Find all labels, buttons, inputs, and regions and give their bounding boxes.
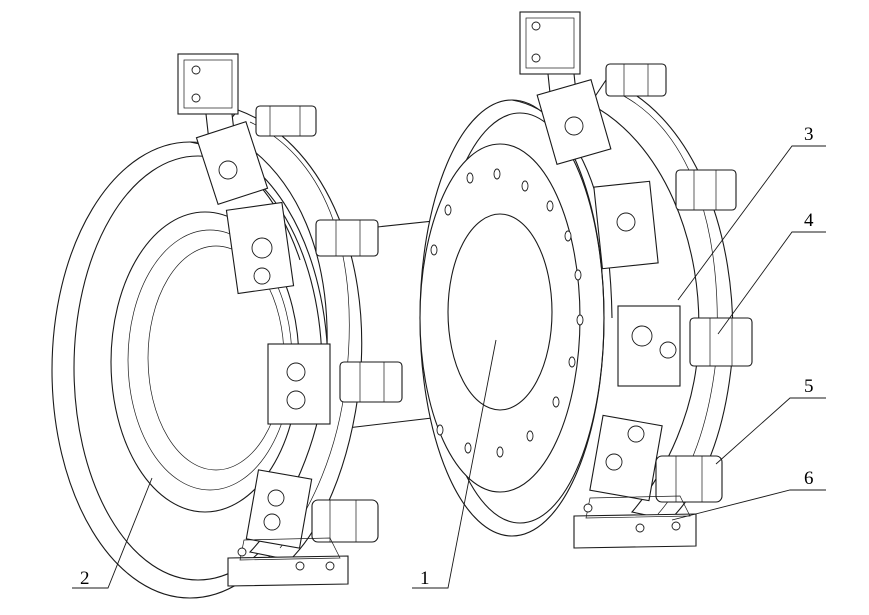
shaft-flange bbox=[419, 143, 584, 493]
leader-1 bbox=[412, 339, 497, 589]
left-caliper-ring bbox=[177, 53, 403, 587]
callout-3: 3 bbox=[804, 124, 814, 145]
left-base bbox=[227, 537, 349, 587]
callout-5: 5 bbox=[804, 376, 814, 397]
callout-6: 6 bbox=[804, 468, 814, 489]
leader-4 bbox=[717, 231, 826, 335]
right-caliper-blocks bbox=[536, 78, 681, 502]
leader-3 bbox=[677, 145, 826, 301]
right-actuators bbox=[605, 63, 753, 503]
callout-labels: 1 2 3 4 5 6 bbox=[80, 124, 814, 589]
callout-4: 4 bbox=[804, 210, 814, 231]
callout-2: 2 bbox=[80, 568, 90, 589]
leader-2 bbox=[72, 477, 153, 589]
left-actuators bbox=[255, 105, 403, 543]
callout-1: 1 bbox=[420, 568, 430, 589]
right-base bbox=[573, 495, 697, 549]
leader-6 bbox=[671, 489, 826, 521]
flange-bolt-circle bbox=[430, 168, 584, 458]
leader-5 bbox=[715, 397, 826, 465]
right-caliper-ring bbox=[519, 11, 753, 549]
left-caliper-blocks bbox=[195, 120, 331, 549]
leader-lines bbox=[72, 145, 826, 589]
